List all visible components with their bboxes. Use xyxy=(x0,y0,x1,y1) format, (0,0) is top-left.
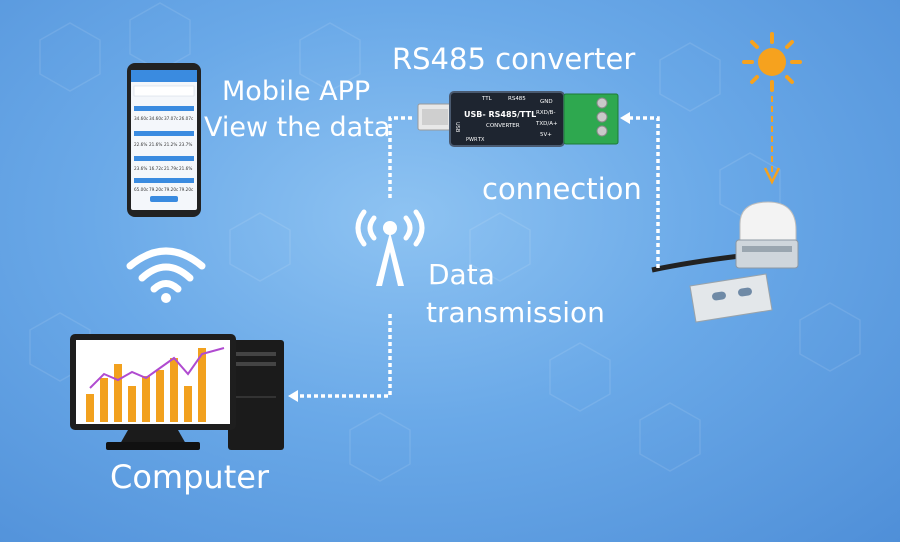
sun-down-arrow-icon xyxy=(764,96,780,185)
phone-cell: 26.07c xyxy=(179,116,194,121)
converter-model: USB- RS485/TTL xyxy=(464,110,536,119)
converter-pin: TXD/A+ xyxy=(535,121,558,127)
converter-top-label: TTL xyxy=(481,96,493,102)
transmission-label: transmission xyxy=(426,296,605,329)
converter-pin: 5V+ xyxy=(540,132,552,138)
view-data-label: View the data xyxy=(204,112,391,143)
light-sensor-device xyxy=(651,201,799,323)
phone-cell: 23.6% xyxy=(134,166,147,171)
phone-cell: 65.00c xyxy=(134,187,149,192)
arrow-left-icon xyxy=(620,112,630,124)
mobile-app-label: Mobile APP xyxy=(222,76,371,107)
phone-cell: 21.2% xyxy=(164,142,177,147)
connection-label: connection xyxy=(482,172,642,206)
phone-cell: 37.07c xyxy=(164,116,179,121)
arrow-left-icon xyxy=(288,390,298,402)
converter-top-label: RS485 xyxy=(508,96,526,102)
desktop-computer xyxy=(70,334,284,450)
phone-cell: 21.79c xyxy=(164,166,179,171)
phone-cell: 16.72c xyxy=(149,166,164,171)
phone-cell: 21.6% xyxy=(149,142,162,147)
converter-port-label: USB xyxy=(454,122,460,133)
converter-led-label: TX xyxy=(477,137,485,143)
phone-cell: 34.60c xyxy=(149,116,164,121)
converter-title: RS485 converter xyxy=(392,42,636,76)
phone-cell: 34.60c xyxy=(134,116,149,121)
converter-led-label: PWR xyxy=(466,137,478,143)
computer-label: Computer xyxy=(110,458,270,496)
phone-cell: 79.20c xyxy=(149,187,164,192)
phone-cell: 21.6% xyxy=(179,166,192,171)
phone-cell: 79.20c xyxy=(164,187,179,192)
rs485-converter-device: TTL RS485 USB- RS485/TTL CONVERTER GND R… xyxy=(417,91,619,147)
phone-cell: 23.7% xyxy=(179,142,192,147)
data-label: Data xyxy=(428,258,495,291)
wifi-icon xyxy=(126,247,206,303)
sun-icon xyxy=(742,32,802,92)
phone-cell: 79.20c xyxy=(179,187,194,192)
antenna-tower-icon xyxy=(355,209,425,286)
phone-cell: 22.6% xyxy=(134,142,147,147)
converter-subtitle: CONVERTER xyxy=(486,123,520,129)
converter-pin: GND xyxy=(540,99,553,105)
mobile-phone: 34.60c 34.60c 37.07c 26.07c 22.6% 21.6% … xyxy=(127,63,201,217)
converter-pin: RXD/B- xyxy=(536,110,555,116)
